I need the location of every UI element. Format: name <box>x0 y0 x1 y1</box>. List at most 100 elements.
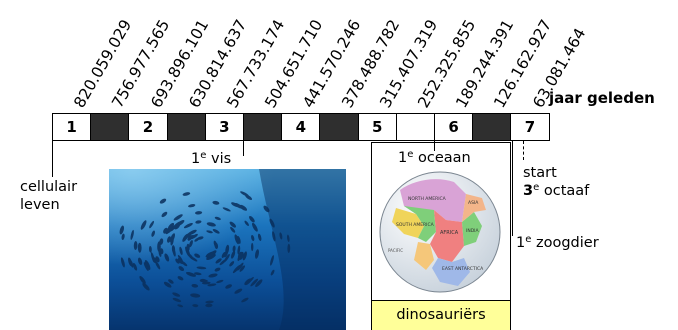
fish-shape <box>212 228 220 234</box>
fish-shape <box>172 221 181 229</box>
fish-shape <box>194 253 201 258</box>
fish-shape <box>119 225 125 235</box>
fish-shape <box>175 258 180 264</box>
fish-shape <box>177 276 184 281</box>
fish-shape <box>129 259 134 268</box>
fish-shape <box>223 254 230 263</box>
fish-shape <box>173 223 181 230</box>
timeline-segment-2: 2 <box>128 113 168 141</box>
fish-shape <box>214 267 221 272</box>
fish-shape <box>205 300 214 304</box>
timeline-gap-segment <box>472 113 512 141</box>
fish-shape <box>251 234 255 242</box>
fish-shape <box>173 214 183 221</box>
fish-shape <box>189 240 193 248</box>
fish-shape <box>255 279 263 288</box>
fish-shape <box>163 281 172 288</box>
fish-shape <box>164 253 170 262</box>
timeline-segment-7: 7 <box>510 113 550 141</box>
timeline-gap-segment <box>243 113 283 141</box>
fish-shape <box>191 283 199 288</box>
fish-shape <box>151 230 156 237</box>
fish-shape <box>167 222 175 230</box>
fish-shape <box>234 288 243 294</box>
fish-shape <box>201 279 208 283</box>
timeline-gap-segment <box>166 113 206 141</box>
fish-shape <box>121 233 125 240</box>
fish-shape <box>272 231 276 242</box>
label-india: INDIA <box>466 228 479 234</box>
fish-shape <box>172 292 181 297</box>
fish-shape <box>279 232 283 240</box>
label-north-america: NORTH AMERICA <box>408 196 447 202</box>
fish-shape <box>208 273 218 278</box>
timeline-gap-segment <box>319 113 359 141</box>
fish-shape <box>222 207 231 212</box>
fish-shape <box>172 297 182 303</box>
fish-shape <box>234 202 243 209</box>
fish-shape <box>161 211 168 218</box>
fish-marker-line <box>243 141 244 156</box>
fish-shape <box>207 283 217 287</box>
fish-shape <box>172 246 176 257</box>
fish-shape <box>182 192 191 196</box>
timeline-segment-3: 3 <box>204 113 244 141</box>
fish-shape <box>269 218 275 228</box>
fish-shape <box>250 278 259 287</box>
start-third-octave-label: start 3e octaaf <box>523 165 590 199</box>
fish-shape <box>245 194 253 200</box>
fish-shape <box>201 281 211 285</box>
fish-shape <box>257 233 262 242</box>
start-marker-line <box>523 141 524 160</box>
fish-shape <box>194 272 202 276</box>
fish-shape <box>178 266 185 272</box>
fish-shape <box>144 260 151 270</box>
fish-shape <box>270 255 274 266</box>
fish-shape <box>244 220 249 226</box>
label-asia: ASIA <box>468 200 479 206</box>
ocean-marker-line <box>434 141 435 151</box>
fish-shape <box>242 251 247 261</box>
fish-shape <box>190 293 201 298</box>
fish-shape <box>255 249 259 259</box>
mammal-marker-line <box>512 141 513 236</box>
fish-shape <box>195 220 202 224</box>
fish-shape <box>239 265 246 272</box>
fish-shape <box>155 261 161 270</box>
fish-shape <box>196 266 207 270</box>
fish-shape <box>215 258 222 264</box>
fish-shape <box>206 230 213 234</box>
fish-shape <box>214 242 219 249</box>
fish-shape <box>168 279 174 284</box>
fish-shape <box>137 242 142 253</box>
fish-shape <box>188 204 196 208</box>
fish-shape <box>143 262 149 272</box>
fish-shape <box>237 262 244 271</box>
label-africa: AFRICA <box>440 230 459 236</box>
fish-shape <box>232 245 236 253</box>
fish-shape <box>206 222 216 227</box>
fish-shape <box>157 241 161 252</box>
fish-shape <box>214 216 221 221</box>
fish-shape <box>149 220 155 229</box>
fish-shape <box>189 256 198 262</box>
fish-shape <box>152 257 157 263</box>
timeline-segment-1: 1 <box>52 113 92 141</box>
timeline-gap-segment <box>90 113 130 141</box>
fish-shape <box>241 297 249 303</box>
fish-shape <box>231 250 236 259</box>
fish-shape <box>287 234 290 242</box>
label-south-america: SOUTH AMERICA <box>396 222 435 228</box>
fish-shape <box>234 234 240 245</box>
fish-shape <box>208 250 217 258</box>
first-ocean-label: 1e oceaan <box>398 149 471 167</box>
fish-shape <box>179 246 183 256</box>
pangaea-globe: NORTH AMERICA SOUTH AMERICA AFRICA INDIA… <box>379 171 501 293</box>
fish-shape <box>187 235 193 241</box>
fish-shape <box>137 257 143 265</box>
fish-shape <box>229 221 237 228</box>
fish-school-illustration <box>109 169 346 330</box>
first-fish-label: 1e vis <box>191 150 232 168</box>
fish-shape <box>183 222 193 229</box>
fish-shape <box>142 282 150 291</box>
